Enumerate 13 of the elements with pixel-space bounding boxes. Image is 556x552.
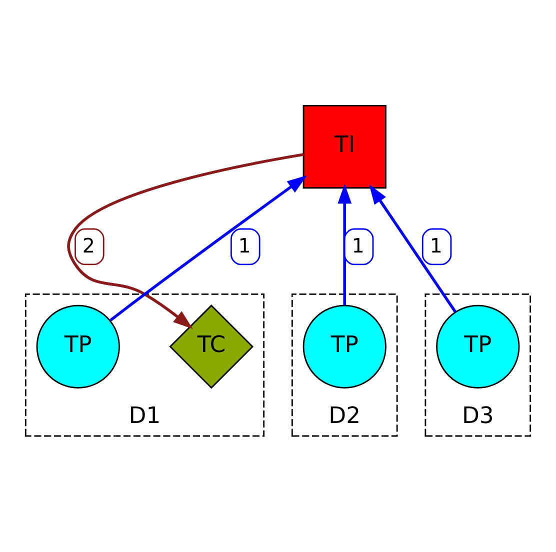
node-circle: TP (436, 304, 520, 388)
node-circle: TP (302, 304, 386, 388)
arrow (369, 184, 456, 312)
edge-label: 2 (82, 234, 95, 258)
node-circle: TP (36, 304, 120, 388)
node-diamond: TC (169, 304, 254, 388)
edge-label: 1 (430, 234, 442, 258)
node-box: TI (302, 104, 386, 188)
edge-label: 1 (238, 234, 251, 258)
arrow (67, 152, 304, 328)
edge-label: 1 (352, 234, 364, 258)
arrow (110, 174, 307, 321)
arrow (338, 183, 352, 305)
